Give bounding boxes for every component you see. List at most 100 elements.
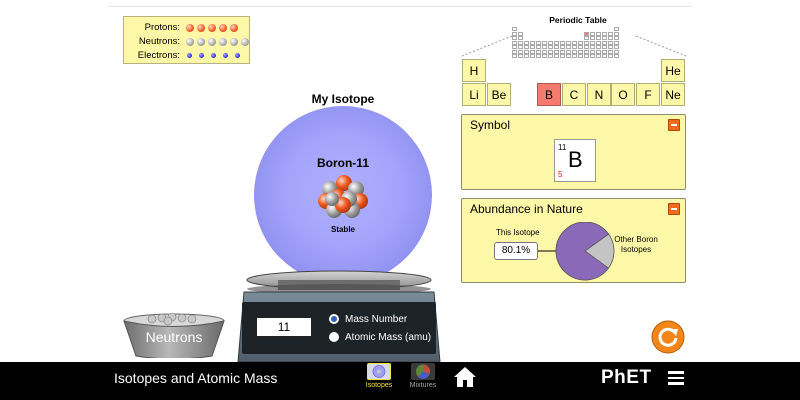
mini-table-cell[interactable] <box>614 54 619 58</box>
mini-table-cell[interactable] <box>590 45 595 49</box>
element-cell-be[interactable]: Be <box>487 83 511 106</box>
mini-table-cell[interactable] <box>560 49 565 54</box>
mini-table-cell[interactable] <box>578 54 583 58</box>
radio-button[interactable] <box>329 332 339 342</box>
mini-table-cell[interactable] <box>584 49 589 54</box>
mini-table-cell[interactable] <box>596 31 601 36</box>
mini-table-cell[interactable] <box>596 54 601 58</box>
mini-table-cell[interactable] <box>530 49 535 54</box>
mini-table-cell[interactable] <box>554 40 559 45</box>
mini-table-cell[interactable] <box>602 45 607 49</box>
mini-table-cell[interactable] <box>536 45 541 49</box>
mini-table-cell[interactable] <box>584 54 589 58</box>
element-cell-ne[interactable]: Ne <box>661 83 685 106</box>
mini-table-cell[interactable] <box>512 54 517 58</box>
mini-table-cell[interactable] <box>578 45 583 49</box>
mini-table-cell[interactable] <box>590 49 595 54</box>
mini-table-cell[interactable] <box>518 31 523 36</box>
mini-table-cell[interactable] <box>554 45 559 49</box>
mini-table-cell[interactable] <box>608 36 613 40</box>
mini-table-cell[interactable] <box>608 40 613 45</box>
mini-table-cell[interactable] <box>578 49 583 54</box>
mini-table-cell[interactable] <box>614 31 619 36</box>
mini-table-cell[interactable] <box>512 31 517 36</box>
phet-logo[interactable]: PhET <box>601 367 652 388</box>
tab-isotopes[interactable]: Isotopes <box>362 363 396 391</box>
element-cell-c[interactable]: C <box>562 83 586 106</box>
mini-table-cell[interactable] <box>614 27 619 31</box>
mini-table-cell[interactable] <box>548 40 553 45</box>
mini-table-cell[interactable] <box>524 40 529 45</box>
mini-table-cell[interactable] <box>614 36 619 40</box>
mini-table-cell[interactable] <box>518 36 523 40</box>
mini-table-cell[interactable] <box>512 49 517 54</box>
mini-table-cell[interactable] <box>566 54 571 58</box>
mini-table-cell[interactable] <box>518 54 523 58</box>
mini-table-cell[interactable] <box>530 54 535 58</box>
mini-table-cell[interactable] <box>524 45 529 49</box>
mini-table-cell[interactable] <box>560 45 565 49</box>
mini-table-cell[interactable] <box>536 49 541 54</box>
tab-mixtures[interactable]: Mixtures <box>406 363 440 391</box>
radio-atomic-mass[interactable]: Atomic Mass (amu) <box>329 331 431 343</box>
mini-table-cell[interactable] <box>542 45 547 49</box>
mini-table-cell[interactable] <box>572 40 577 45</box>
mini-table-cell[interactable] <box>602 40 607 45</box>
radio-button-selected[interactable] <box>329 314 339 324</box>
mini-table-cell[interactable] <box>524 49 529 54</box>
mini-table-cell[interactable] <box>596 45 601 49</box>
mini-table-cell[interactable] <box>608 54 613 58</box>
mini-table-cell[interactable] <box>566 45 571 49</box>
element-cell-h[interactable]: H <box>462 59 486 82</box>
mini-table-cell[interactable] <box>554 54 559 58</box>
mini-table-cell[interactable] <box>608 45 613 49</box>
nucleus[interactable] <box>318 175 368 221</box>
mini-table-cell[interactable] <box>560 40 565 45</box>
mini-table-cell[interactable] <box>572 49 577 54</box>
reset-all-button[interactable] <box>651 320 685 354</box>
mini-table-cell[interactable] <box>566 40 571 45</box>
mini-table-cell[interactable] <box>530 45 535 49</box>
mini-table-cell[interactable] <box>566 49 571 54</box>
mini-table-cell[interactable] <box>524 54 529 58</box>
mini-table-cell[interactable] <box>512 40 517 45</box>
mini-table-cell[interactable] <box>590 54 595 58</box>
mini-table-cell[interactable] <box>542 40 547 45</box>
element-cell-li[interactable]: Li <box>462 83 486 106</box>
mini-table-cell[interactable] <box>602 31 607 36</box>
home-icon[interactable] <box>453 366 477 388</box>
mini-table-cell[interactable] <box>548 54 553 58</box>
mini-table-cell[interactable] <box>542 54 547 58</box>
mini-table-cell[interactable] <box>584 40 589 45</box>
mini-table-cell[interactable] <box>536 54 541 58</box>
mini-table-cell[interactable] <box>596 49 601 54</box>
mini-table-cell[interactable] <box>602 54 607 58</box>
mini-table-cell[interactable] <box>560 54 565 58</box>
mini-table-cell[interactable] <box>590 36 595 40</box>
mini-table-cell[interactable] <box>590 40 595 45</box>
mini-table-cell[interactable] <box>602 36 607 40</box>
mini-table-cell[interactable] <box>596 40 601 45</box>
element-cell-n[interactable]: N <box>587 83 611 106</box>
mini-table-cell[interactable] <box>536 40 541 45</box>
mini-table-cell[interactable] <box>572 45 577 49</box>
mini-table-cell[interactable] <box>608 49 613 54</box>
mini-table-cell[interactable] <box>518 45 523 49</box>
mini-table-cell[interactable] <box>572 54 577 58</box>
mini-table-cell[interactable] <box>578 40 583 45</box>
mini-table-cell[interactable] <box>584 45 589 49</box>
element-cell-o[interactable]: O <box>611 83 635 106</box>
symbol-collapse-button[interactable] <box>668 119 680 131</box>
mini-table-cell[interactable] <box>584 36 589 40</box>
mini-table-cell[interactable] <box>548 45 553 49</box>
mini-table-cell[interactable] <box>518 49 523 54</box>
abundance-collapse-button[interactable] <box>668 203 680 215</box>
mini-table-cell[interactable] <box>530 40 535 45</box>
mini-table-cell[interactable] <box>614 40 619 45</box>
neutron-bucket[interactable] <box>122 312 226 358</box>
element-cell-b[interactable]: B <box>537 83 561 106</box>
mini-table-cell[interactable] <box>518 40 523 45</box>
mini-table-cell[interactable] <box>512 27 517 31</box>
element-cell-f[interactable]: F <box>636 83 660 106</box>
mini-table-cell[interactable] <box>512 45 517 49</box>
